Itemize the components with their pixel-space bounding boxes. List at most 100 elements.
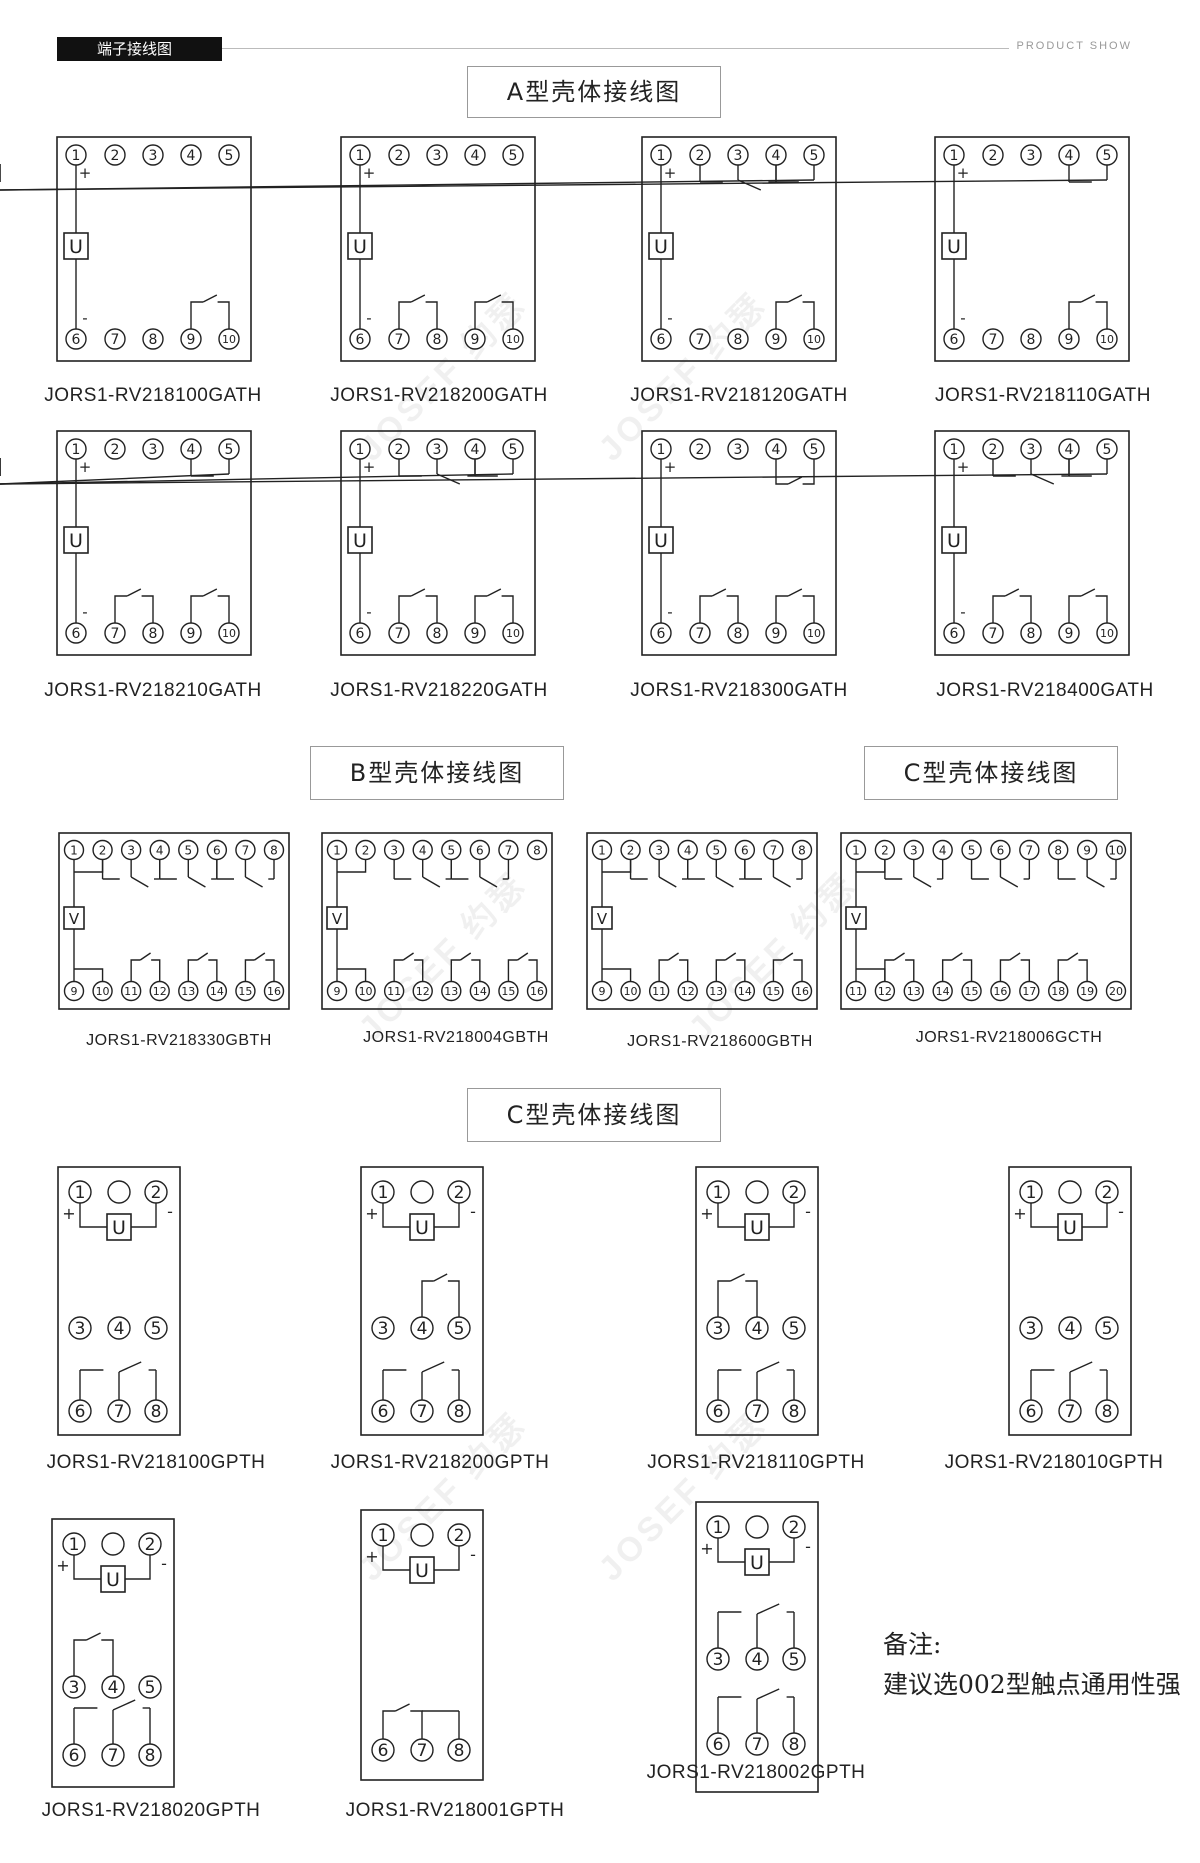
coil-wire: [856, 968, 886, 982]
contact-blade: [86, 1632, 101, 1641]
terminal: [845, 839, 867, 861]
minus-sign: -: [82, 603, 87, 621]
terminal: [101, 1532, 125, 1556]
relay-case-a: [934, 136, 1130, 362]
terminal-number: 1: [657, 148, 666, 164]
terminal: [349, 438, 371, 460]
contact-wire: [1068, 595, 1082, 624]
terminal-number: 6: [378, 1741, 389, 1761]
terminal: [526, 980, 548, 1002]
minus-sign: -: [470, 1202, 476, 1221]
contact-blade: [1086, 876, 1105, 888]
terminal: [469, 980, 491, 1002]
plus-sign: +: [79, 458, 92, 476]
terminal: [426, 144, 448, 166]
terminal: [1019, 839, 1040, 861]
contact-blade: [245, 876, 263, 888]
contact-wire: [1020, 959, 1031, 982]
terminal-number: 12: [153, 985, 167, 998]
terminal: [68, 1316, 92, 1340]
contact-blade: [254, 952, 266, 961]
terminal-number: 3: [1026, 1319, 1037, 1339]
terminal: [932, 980, 953, 1002]
coil-wire: [602, 968, 632, 982]
contact-wire: [393, 959, 404, 982]
terminal-number: 8: [149, 626, 158, 642]
terminal-number: 8: [270, 843, 278, 857]
coil-box: [409, 1213, 435, 1241]
minus-sign: -: [167, 1202, 173, 1221]
header-product-show: PRODUCT SHOW: [1008, 40, 1140, 52]
terminal-number: 15: [766, 985, 780, 998]
contact-blade: [517, 952, 529, 961]
model-label: JORS1-RV218006GCTH: [915, 1029, 1103, 1046]
plus-sign: +: [957, 164, 970, 182]
terminal-number: 2: [151, 1183, 162, 1203]
contact-wire: [1095, 301, 1108, 330]
coil-box: [1057, 1213, 1083, 1241]
terminal: [650, 144, 672, 166]
minus-sign: -: [1118, 1202, 1124, 1221]
contact-blade: [126, 588, 142, 597]
terminal: [803, 328, 825, 350]
terminal-number: 16: [267, 985, 281, 998]
terminal-number: 4: [772, 148, 781, 164]
coil-label: V: [69, 910, 80, 928]
terminal-number: 6: [69, 1746, 80, 1766]
terminal-number: 9: [772, 626, 781, 642]
terminal: [502, 328, 524, 350]
terminal: [142, 328, 164, 350]
terminal-number: 5: [225, 148, 234, 164]
terminal: [149, 839, 170, 861]
terminal-number: 4: [419, 843, 427, 857]
contact-blade: [787, 588, 803, 597]
contact-blade: [1030, 473, 1055, 485]
terminal-number: 9: [1065, 332, 1074, 348]
terminal-number: 6: [476, 843, 484, 857]
terminal-number: 4: [187, 148, 196, 164]
terminal: [412, 839, 433, 861]
terminal: [1058, 1316, 1082, 1340]
contact-wire: [471, 959, 481, 982]
contact-blade: [1069, 1361, 1093, 1373]
terminal: [426, 438, 448, 460]
terminal: [689, 622, 711, 644]
coil-label: U: [415, 1560, 429, 1582]
minus-sign: -: [960, 603, 965, 621]
terminal: [464, 328, 486, 350]
contact-wire: [265, 959, 275, 982]
terminal-number: 2: [696, 442, 705, 458]
plus-sign: +: [664, 164, 677, 182]
terminal-number: 2: [395, 442, 404, 458]
coil-label: U: [947, 530, 961, 552]
terminal: [727, 328, 749, 350]
terminal-number: 4: [772, 442, 781, 458]
contact-wire: [726, 595, 739, 624]
terminal: [763, 839, 784, 861]
terminal: [235, 839, 256, 861]
terminal-number: 10: [624, 985, 638, 998]
coil-label: U: [654, 530, 668, 552]
contact-wire: [1057, 959, 1068, 982]
contact-blade: [658, 876, 677, 888]
contact-blade: [782, 952, 794, 961]
relay-case-a: [934, 430, 1130, 656]
terminal-number: 4: [752, 1650, 763, 1670]
coil-label: U: [1063, 1217, 1077, 1239]
coil-wire: [131, 1203, 157, 1228]
contact-blade: [756, 1688, 780, 1700]
coil-box: [63, 526, 89, 554]
terminal-number: 2: [395, 148, 404, 164]
terminal-number: 7: [111, 332, 120, 348]
contact-blade: [1080, 294, 1096, 303]
terminal: [1020, 622, 1042, 644]
terminal: [464, 622, 486, 644]
coil-wire: [717, 1538, 745, 1563]
terminal: [763, 980, 784, 1002]
terminal-number: 6: [1026, 1402, 1037, 1422]
terminal-number: 10: [807, 627, 821, 640]
model-label: JORS1-RV218100GATH: [44, 385, 262, 406]
plus-sign: +: [365, 1547, 378, 1566]
terminal-number: 3: [127, 843, 135, 857]
terminal-number: 6: [997, 843, 1005, 857]
